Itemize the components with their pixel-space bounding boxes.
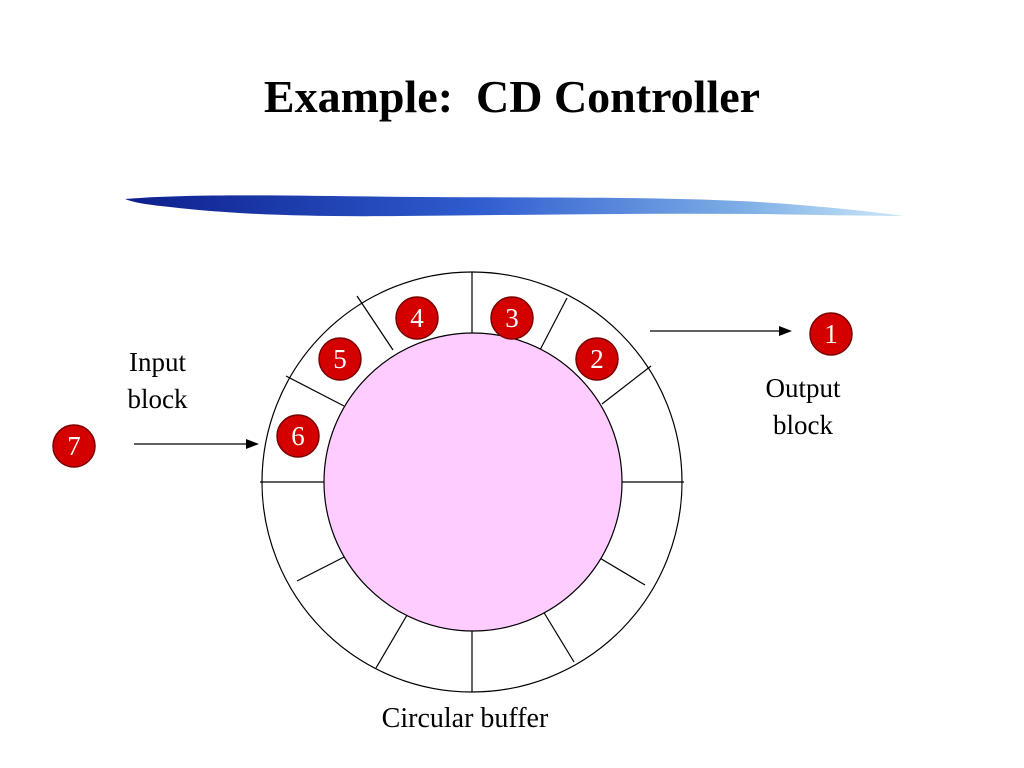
block-badge-1-label: 1: [824, 319, 838, 349]
buffer-segment-dividers: [260, 272, 684, 692]
block-badge-6-label: 6: [291, 421, 305, 451]
block-badge-3: 3: [490, 296, 534, 340]
input-arrow: [134, 439, 259, 449]
block-badge-7-label: 7: [67, 431, 81, 461]
block-badge-2: 2: [575, 337, 619, 381]
input-block-label-line2: block: [127, 384, 188, 414]
block-badge-5-label: 5: [333, 344, 347, 374]
block-badge-3-label: 3: [505, 303, 519, 333]
block-badge-2-label: 2: [590, 344, 604, 374]
input-block-label-line1: Input: [129, 347, 186, 377]
slide-title: Example: CD Controller: [263, 71, 761, 122]
output-block-label-line2: block: [773, 410, 833, 440]
block-badge-4-label: 4: [410, 303, 424, 333]
output-block-label-line1: Output: [765, 373, 841, 403]
buffer-inner-circle: [323, 332, 623, 632]
block-badge-1: 1: [809, 312, 853, 356]
output-block-label: Output block: [738, 370, 868, 444]
input-block-label: Input block: [100, 344, 215, 418]
block-badge-5: 5: [318, 337, 362, 381]
output-arrow: [650, 326, 792, 336]
block-badge-4: 4: [395, 296, 439, 340]
title-underline-rule: [125, 195, 905, 217]
circular-buffer-caption: Circular buffer: [381, 703, 549, 734]
block-badge-7: 7: [52, 424, 96, 468]
block-badge-6: 6: [276, 414, 320, 458]
